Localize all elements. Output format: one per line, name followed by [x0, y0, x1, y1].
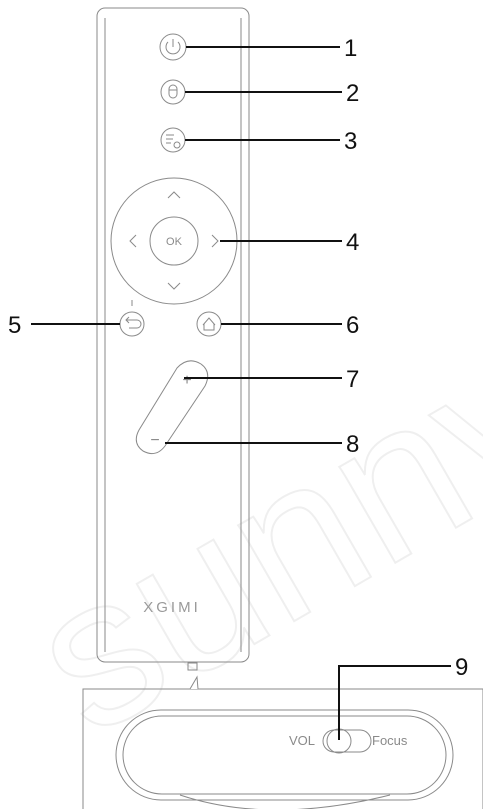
switch-right-label: Focus	[372, 733, 408, 748]
back-button[interactable]	[119, 300, 145, 337]
callout-8: 8	[346, 431, 359, 458]
up-arrow-icon	[167, 191, 181, 199]
volume-rocker[interactable]: + −	[135, 360, 209, 455]
switch-left-label: VOL	[289, 733, 315, 748]
home-icon	[202, 317, 216, 331]
home-button[interactable]	[196, 311, 222, 337]
vol-focus-switch[interactable]	[322, 728, 372, 754]
right-arrow-icon	[211, 234, 219, 248]
remote-body	[96, 7, 250, 663]
power-button[interactable]	[159, 33, 187, 61]
left-arrow-icon	[129, 234, 137, 248]
ok-label: OK	[166, 236, 183, 248]
mouse-button[interactable]	[160, 79, 186, 105]
leader-line-9	[338, 665, 451, 740]
callout-6: 6	[346, 312, 359, 339]
mouse-icon	[168, 84, 178, 99]
detail-box	[82, 688, 483, 809]
side-view	[115, 709, 454, 809]
callout-1: 1	[344, 35, 357, 62]
back-arrow-icon	[126, 319, 142, 329]
detail-notch	[189, 675, 199, 690]
menu-settings-icon	[166, 134, 181, 149]
callout-4: 4	[346, 229, 359, 256]
ok-button[interactable]: OK	[149, 216, 199, 266]
callout-5: 5	[8, 312, 21, 339]
volume-minus-label: −	[150, 432, 159, 449]
down-arrow-icon	[167, 282, 181, 290]
callout-7: 7	[346, 366, 359, 393]
callout-2: 2	[346, 80, 359, 107]
menu-button[interactable]	[160, 127, 186, 153]
brand-logo: XGIMI	[143, 599, 201, 616]
remote-tab	[187, 662, 198, 671]
callout-3: 3	[344, 128, 357, 155]
callout-9: 9	[455, 654, 468, 681]
volume-plus-label: +	[182, 372, 191, 389]
